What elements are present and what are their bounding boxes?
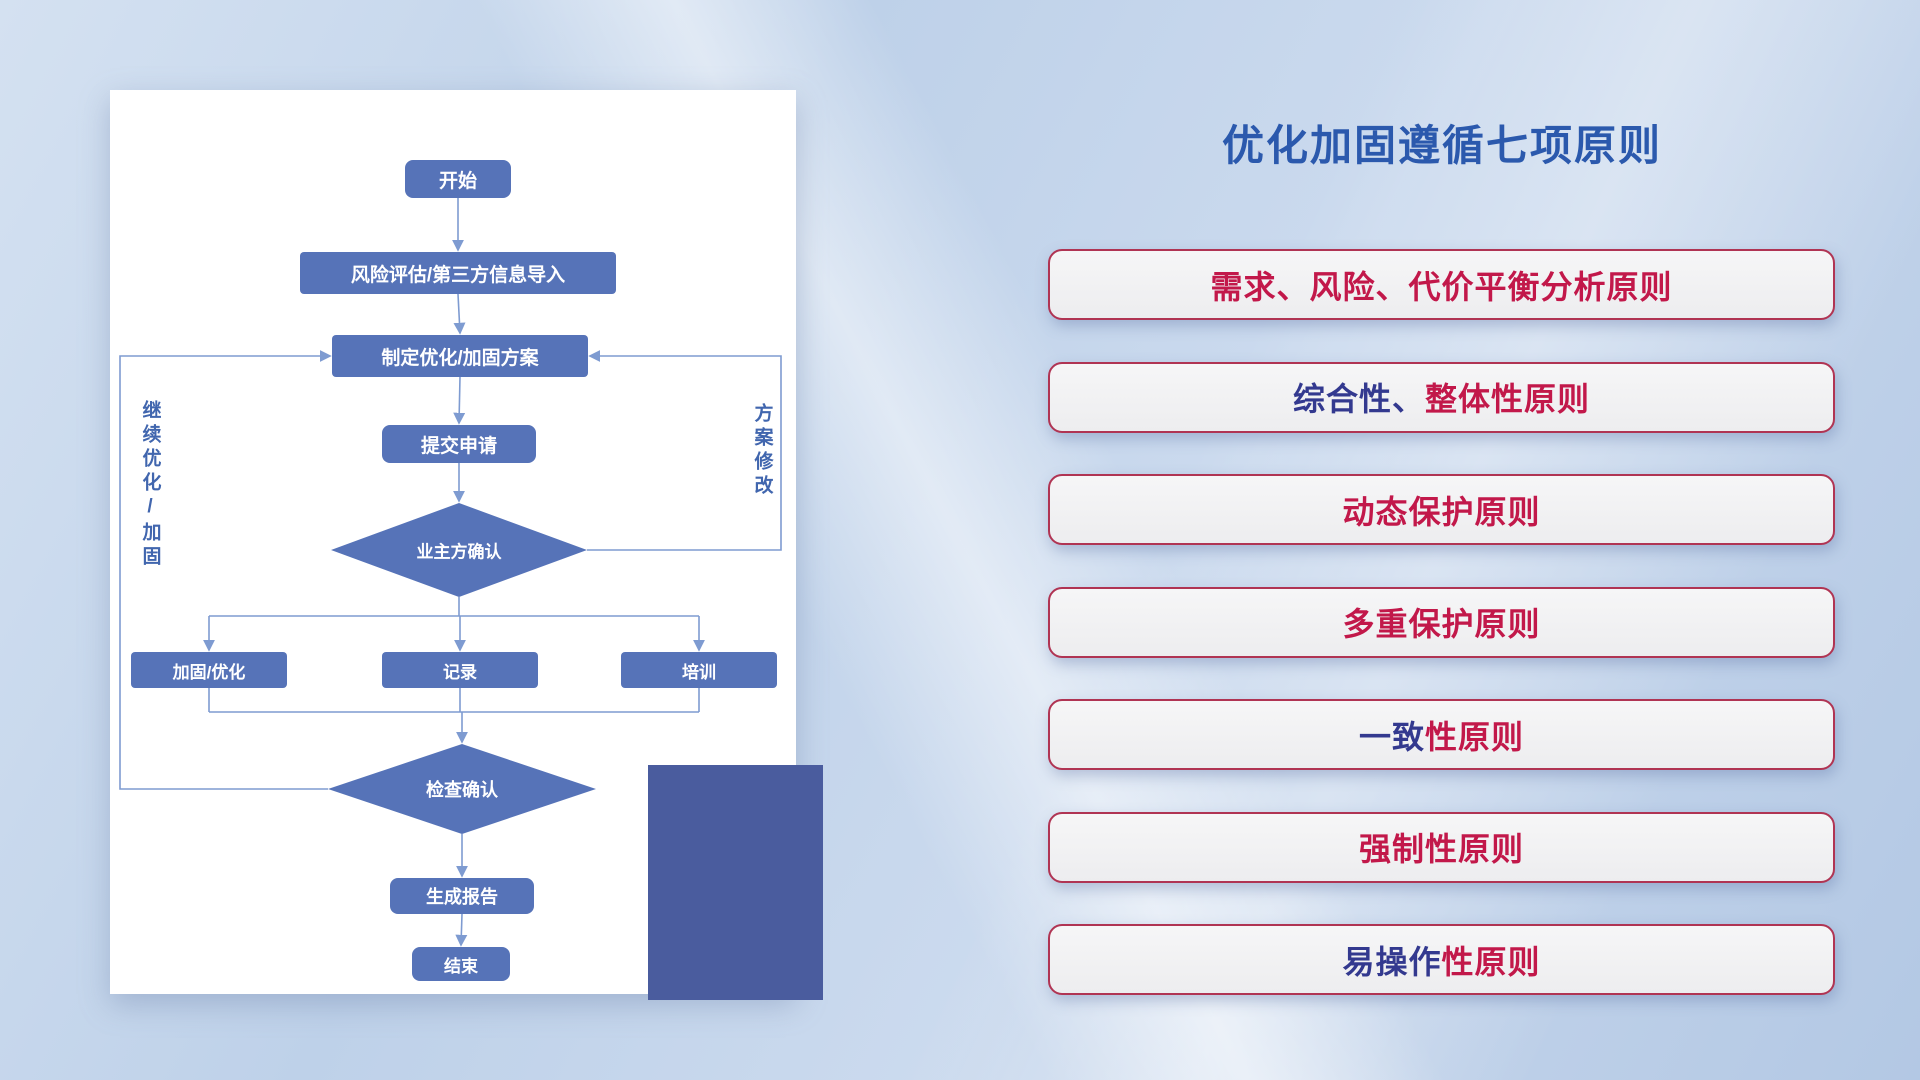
flow-node-check-confirm-shape (328, 744, 596, 834)
flow-node-reinforce: 加固/优化 (131, 652, 287, 688)
panel-title: 优化加固遵循七项原则 (1221, 122, 1662, 169)
principle-card-1: 需求、风险、代价平衡分析原则 (1048, 249, 1835, 320)
principle-card-2: 综合性、整体性原则 (1048, 361, 1835, 433)
flow-connector (453, 376, 466, 425)
principle-card-7: 易操作性原则 (1048, 924, 1835, 995)
principle-text: 综合性、 (1292, 381, 1425, 417)
flow-node-check-confirm: 检查确认 (426, 780, 498, 800)
flow-node-owner-confirm: 业主方确认 (416, 542, 502, 562)
principle-text: 整体性原则 (1425, 381, 1591, 417)
principle-card-3: 动态保护原则 (1048, 474, 1835, 545)
principle-text: 性原则 (1441, 943, 1541, 980)
flow-connector (587, 350, 782, 551)
principle-card-5: 一致性原则 (1048, 699, 1835, 770)
principle-text: 强制性原则 (1358, 831, 1524, 867)
flow-node-report: 生成报告 (390, 878, 534, 914)
principle-card-4: 多重保护原则 (1048, 586, 1835, 658)
flowchart-card: 开始风险评估/第三方信息导入制定优化/加固方案提交申请业主方确认加固/优化 记录 培… (110, 90, 796, 994)
principle-text: 一致 (1358, 718, 1425, 755)
principle-card-6: 强制性原则 (1048, 811, 1835, 883)
flow-connector (119, 350, 332, 790)
flow-node-record: 记录 (382, 652, 538, 688)
flow-node-owner-confirm-shape (331, 503, 587, 597)
principle-text: 性原则 (1425, 718, 1525, 755)
flow-node-risk-import: 风险评估/第三方信息导入 (300, 252, 616, 294)
accent-rectangle (648, 765, 823, 1000)
flow-node-make-plan: 制定优化/加固方案 (332, 335, 588, 377)
principle-text: 多重保护原则 (1342, 606, 1541, 642)
principles-list: 需求、风险、代价平衡分析原则综合性、整体性原则动态保护原则多重保护原则一致性原则… (1048, 249, 1835, 995)
principle-text: 易操作 (1342, 943, 1442, 980)
flow-connector (455, 913, 468, 947)
principle-text: 需求、风险、代价平衡分析原则 (1210, 268, 1673, 305)
flow-node-submit: 提交申请 (382, 425, 536, 463)
principle-text: 动态保护原则 (1342, 493, 1541, 530)
flow-connector (453, 293, 466, 335)
flow-node-start: 开始 (405, 160, 511, 198)
flow-connectors (119, 198, 782, 947)
left-loop-label: 继续优化/加固 (139, 400, 161, 570)
flow-node-end: 结束 (412, 947, 510, 981)
right-loop-label: 方案修改 (751, 403, 773, 499)
flow-node-training: 培训 (621, 652, 777, 688)
